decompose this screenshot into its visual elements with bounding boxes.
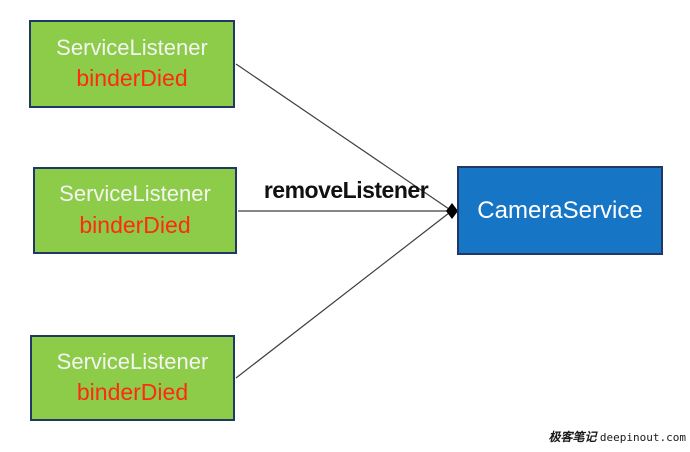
listener-node-1: ServiceListener binderDied <box>29 20 235 108</box>
edge-label-removelistener: removeListener <box>263 177 429 203</box>
camera-service-node: CameraService <box>457 166 663 255</box>
listener-title: ServiceListener <box>56 348 209 374</box>
listener-subtitle: binderDied <box>79 211 191 238</box>
edge-top <box>235 63 450 210</box>
listener-title: ServiceListener <box>56 34 208 60</box>
service-title: CameraService <box>477 196 643 224</box>
watermark: 极客笔记 deepinout.com <box>549 428 686 445</box>
listener-node-3: ServiceListener binderDied <box>30 335 235 421</box>
diamond-arrowhead-icon <box>446 203 458 219</box>
listener-node-2: ServiceListener binderDied <box>33 167 237 254</box>
listener-subtitle: binderDied <box>76 65 188 92</box>
edge-bottom <box>235 212 450 379</box>
listener-title: ServiceListener <box>59 181 211 207</box>
watermark-site: deepinout.com <box>599 431 686 444</box>
listener-subtitle: binderDied <box>76 379 189 406</box>
watermark-chinese: 极客笔记 <box>548 430 597 444</box>
